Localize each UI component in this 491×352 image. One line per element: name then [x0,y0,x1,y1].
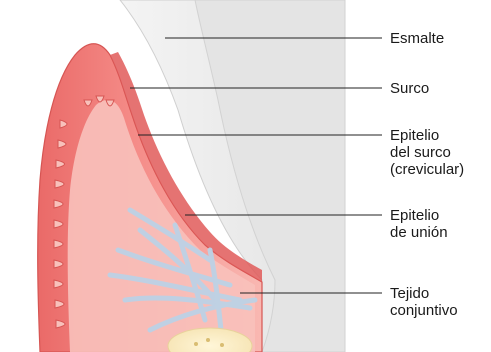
label-esmalte: Esmalte [390,30,444,47]
label-epitelio-union: Epitelio de unión [390,207,448,241]
label-tejido-conjuntivo: Tejido conjuntivo [390,285,458,319]
label-epitelio-surco: Epitelio del surco (crevicular) [390,127,464,178]
labels: Esmalte Surco Epitelio del surco (crevic… [390,30,464,319]
label-surco: Surco [390,80,429,97]
